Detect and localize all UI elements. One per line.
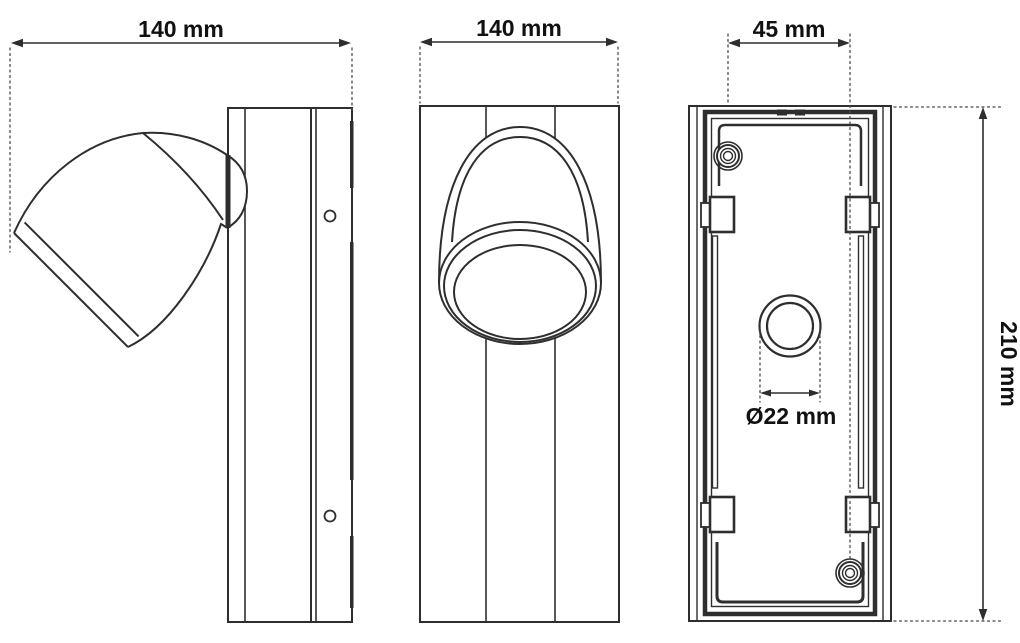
lamp-head-body xyxy=(14,132,247,347)
lamp-rim-middle-ring xyxy=(443,229,597,343)
lamp-dome-inner-line xyxy=(451,135,589,243)
arrowhead-down-icon xyxy=(978,609,988,621)
dimension-front-width: 140 mm xyxy=(420,15,618,47)
lamp-head-front xyxy=(438,125,602,345)
lamp-rim-outer-ring xyxy=(438,221,602,345)
dimension-label-screw-spacing: 45 mm xyxy=(753,16,826,42)
side-groove-slot xyxy=(711,235,719,489)
side-flange-bar xyxy=(350,121,354,188)
arrowhead-left-icon xyxy=(728,38,740,48)
bottom-groove-channel xyxy=(715,542,865,604)
screw-boss-ring xyxy=(713,141,743,171)
lamp-head-top-silhouette xyxy=(13,131,228,234)
arrowhead-left-icon xyxy=(420,37,432,47)
top-edge-tick xyxy=(795,109,805,116)
arrowhead-right-icon xyxy=(606,37,618,47)
lamp-rim-outer-edge xyxy=(13,232,129,348)
screw-boss-inner-ring xyxy=(841,564,859,582)
lamp-head-collar-line xyxy=(142,132,224,221)
dimension-annotations: 140 mm 140 mm 45 mm 210 mm Ø xyxy=(9,15,1020,622)
front-view xyxy=(419,105,620,623)
top-groove-channel xyxy=(717,123,863,186)
side-view xyxy=(13,107,354,623)
arrowhead-right-icon xyxy=(339,38,351,48)
gasket-frame-thick xyxy=(702,109,878,617)
arrowhead-up-icon xyxy=(978,107,988,119)
screw-hole xyxy=(722,150,734,162)
pivot-bracket-bar xyxy=(225,155,231,228)
cable-entry-hole-outer xyxy=(758,294,822,358)
arrowhead-left-icon xyxy=(11,38,23,48)
top-edge-tick xyxy=(777,109,787,116)
side-groove-slot xyxy=(857,235,865,489)
dimension-side-width: 140 mm xyxy=(11,16,351,48)
dimension-label-side-width: 140 mm xyxy=(138,16,224,42)
arrowhead-right-icon xyxy=(838,38,850,48)
dimension-height: 210 mm xyxy=(978,107,1020,621)
dimension-cable-hole: Ø22 mm xyxy=(746,389,837,429)
cable-entry-hole-inner xyxy=(765,301,815,351)
pivot-knuckle-arc xyxy=(226,154,249,229)
clip-notch xyxy=(700,502,711,528)
mounting-clip xyxy=(708,495,736,534)
gasket-frame-thin xyxy=(710,117,870,608)
screw-boss-inner-ring xyxy=(719,147,737,165)
screw-hole xyxy=(323,209,337,223)
clip-notch xyxy=(700,202,711,228)
mounting-clip xyxy=(708,195,736,234)
screw-boss-bottom-right xyxy=(835,558,865,588)
arrowhead-left-icon xyxy=(760,389,771,397)
side-view-back-plate xyxy=(310,107,353,623)
screw-hole xyxy=(844,567,856,579)
dimension-label-height: 210 mm xyxy=(996,321,1020,407)
lamp-dome-outline xyxy=(438,125,602,284)
lamp-rim-inner-edge xyxy=(23,221,140,338)
side-flange-bar xyxy=(350,242,354,480)
lamp-head-side xyxy=(13,131,249,348)
lamp-head-front-fill xyxy=(439,127,601,344)
lamp-head-bottom-silhouette xyxy=(127,222,228,348)
side-flange-bar xyxy=(350,536,354,608)
back-plate-outline xyxy=(688,105,892,622)
screw-hole xyxy=(323,509,337,523)
clip-notch xyxy=(869,502,880,528)
dimension-label-front-width: 140 mm xyxy=(476,15,562,41)
dimension-label-cable-hole: Ø22 mm xyxy=(746,403,837,429)
lamp-rim-inner-ring xyxy=(453,244,587,340)
clip-notch xyxy=(869,202,880,228)
arrowhead-right-icon xyxy=(809,389,820,397)
dimension-screw-spacing: 45 mm xyxy=(728,16,850,48)
back-view xyxy=(688,105,892,622)
screw-boss-top-left xyxy=(713,141,743,171)
